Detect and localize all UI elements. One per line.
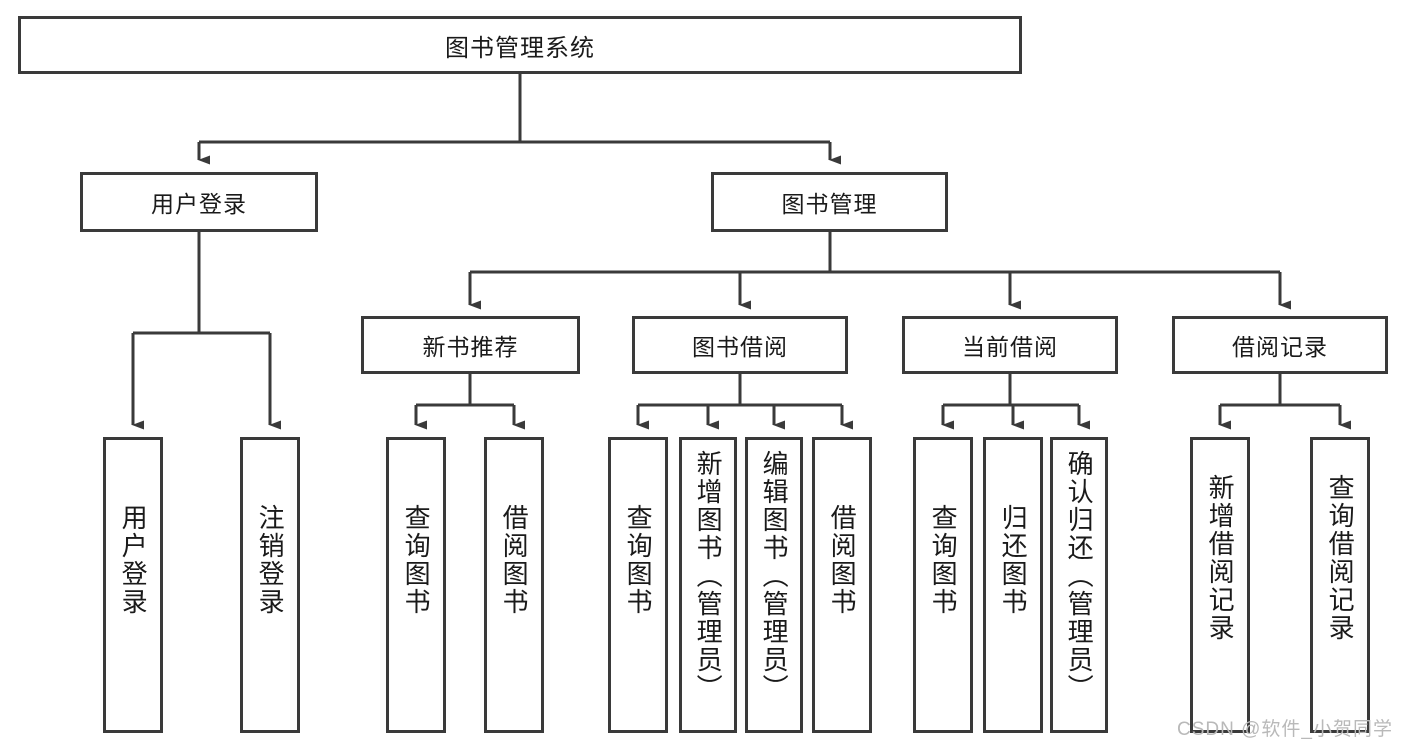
node-leaf-borrow-book[interactable]: 借阅图书 bbox=[812, 437, 872, 733]
node-borrow-record[interactable]: 借阅记录 bbox=[1172, 316, 1388, 374]
node-leaf-user-login[interactable]: 用户登录 bbox=[103, 437, 163, 733]
node-leaf-query-book-cur-label: 查询图书 bbox=[928, 504, 959, 616]
node-leaf-query-book-rec[interactable]: 查询图书 bbox=[386, 437, 446, 733]
node-borrow-record-label: 借阅记录 bbox=[1232, 334, 1328, 360]
node-user-login-label: 用户登录 bbox=[151, 191, 247, 217]
node-leaf-query-book-borrow-label: 查询图书 bbox=[623, 504, 654, 616]
node-new-book-recommend-label: 新书推荐 bbox=[422, 334, 519, 360]
node-leaf-return-book-label: 归还图书 bbox=[998, 504, 1029, 616]
node-leaf-query-book-cur[interactable]: 查询图书 bbox=[913, 437, 973, 733]
node-user-login[interactable]: 用户登录 bbox=[80, 172, 318, 232]
node-new-book-recommend[interactable]: 新书推荐 bbox=[361, 316, 580, 374]
node-leaf-borrow-book-label: 借阅图书 bbox=[827, 504, 858, 616]
node-leaf-add-book-label: 新增图书（管理员） bbox=[693, 450, 724, 702]
node-leaf-logout[interactable]: 注销登录 bbox=[240, 437, 300, 733]
node-leaf-add-record-label: 新增借阅记录 bbox=[1205, 474, 1236, 642]
node-leaf-query-record[interactable]: 查询借阅记录 bbox=[1310, 437, 1370, 733]
node-book-manage-label: 图书管理 bbox=[781, 191, 878, 217]
node-current-borrow[interactable]: 当前借阅 bbox=[902, 316, 1118, 374]
node-leaf-borrow-book-rec-label: 借阅图书 bbox=[499, 504, 530, 616]
node-leaf-return-book[interactable]: 归还图书 bbox=[983, 437, 1043, 733]
node-leaf-confirm-return-label: 确认归还（管理员） bbox=[1064, 450, 1095, 702]
node-current-borrow-label: 当前借阅 bbox=[962, 334, 1058, 360]
node-leaf-user-login-label: 用户登录 bbox=[118, 504, 149, 616]
node-root[interactable]: 图书管理系统 bbox=[18, 16, 1022, 74]
node-leaf-query-book-borrow[interactable]: 查询图书 bbox=[608, 437, 668, 733]
node-book-borrow[interactable]: 图书借阅 bbox=[632, 316, 848, 374]
node-leaf-edit-book-label: 编辑图书（管理员） bbox=[759, 450, 790, 702]
node-root-label: 图书管理系统 bbox=[445, 34, 595, 62]
node-leaf-query-record-label: 查询借阅记录 bbox=[1325, 474, 1356, 642]
node-leaf-query-book-rec-label: 查询图书 bbox=[401, 504, 432, 616]
node-leaf-logout-label: 注销登录 bbox=[255, 504, 286, 616]
csdn-watermark: CSDN @软件_小贺同学 bbox=[1177, 719, 1393, 740]
node-leaf-add-book[interactable]: 新增图书（管理员） bbox=[679, 437, 737, 733]
node-book-manage[interactable]: 图书管理 bbox=[711, 172, 948, 232]
node-leaf-borrow-book-rec[interactable]: 借阅图书 bbox=[484, 437, 544, 733]
node-leaf-add-record[interactable]: 新增借阅记录 bbox=[1190, 437, 1250, 733]
node-leaf-confirm-return[interactable]: 确认归还（管理员） bbox=[1050, 437, 1108, 733]
node-book-borrow-label: 图书借阅 bbox=[692, 334, 788, 360]
node-leaf-edit-book[interactable]: 编辑图书（管理员） bbox=[745, 437, 803, 733]
